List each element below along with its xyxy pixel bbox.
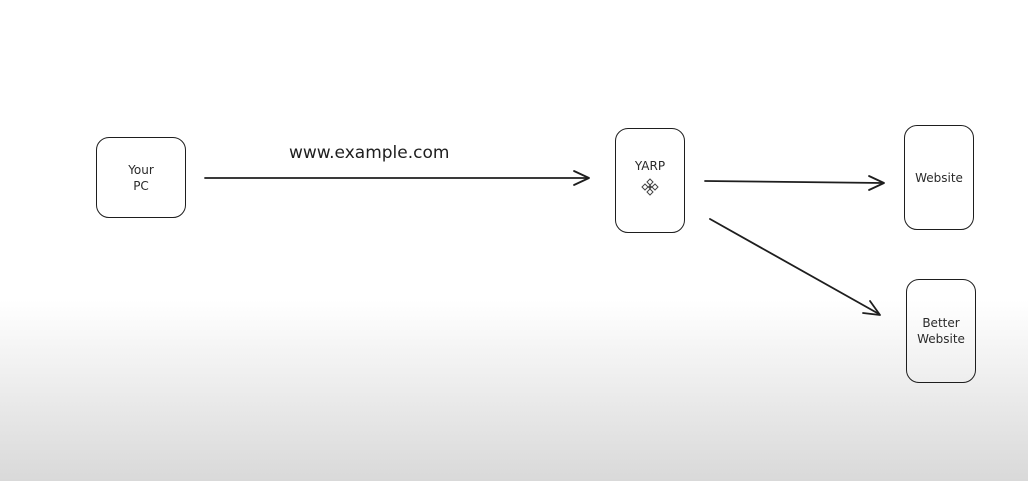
arrow-yarp-to-website <box>704 175 885 191</box>
node-your-pc[interactable]: Your PC <box>96 137 186 218</box>
arrow-pc-to-yarp <box>204 170 590 186</box>
node-label-yarp: YARP <box>634 158 666 173</box>
yarp-logo-icon <box>641 177 659 196</box>
node-better-website[interactable]: Better Website <box>906 279 976 383</box>
node-yarp[interactable]: YARP <box>615 128 685 233</box>
node-label-your-pc: Your PC <box>128 162 154 193</box>
edge-label-request-url: www.example.com <box>289 143 450 163</box>
node-label-website: Website <box>915 170 963 185</box>
arrow-yarp-to-better-website <box>709 218 881 316</box>
node-label-better-website: Better Website <box>917 316 965 346</box>
node-website[interactable]: Website <box>904 125 974 230</box>
